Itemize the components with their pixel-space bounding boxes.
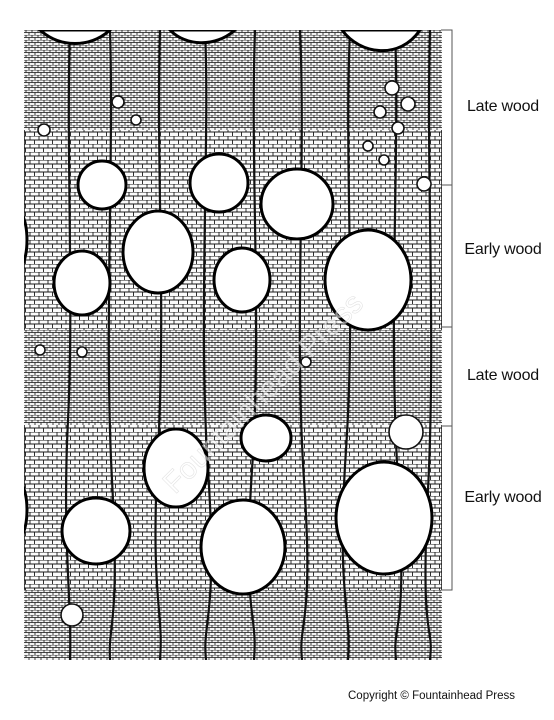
small-pores xyxy=(34,80,432,627)
label-late-wood-lower: Late wood xyxy=(466,367,540,384)
large-vessels xyxy=(24,30,434,596)
tissue-block xyxy=(24,30,442,660)
label-early-wood-lower: Early wood xyxy=(464,489,542,506)
late-wood-band-bottom xyxy=(24,590,442,660)
layer-bracket xyxy=(441,29,453,591)
label-late-wood-upper: Late wood xyxy=(466,98,540,115)
late-wood-band-lower xyxy=(24,330,442,425)
copyright-text: Copyright © Fountainhead Press xyxy=(348,690,516,702)
label-early-wood-upper: Early wood xyxy=(464,241,542,258)
